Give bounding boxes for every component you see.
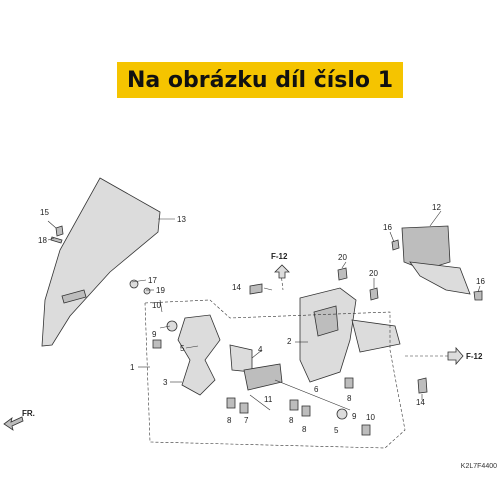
callout-8a: 8 (227, 416, 232, 425)
callout-9b: 9 (352, 412, 357, 421)
callout-8c: 8 (302, 425, 307, 434)
ref-arrow-right-icon (447, 346, 464, 366)
callout-18: 18 (38, 236, 47, 245)
bolt-6 (274, 379, 351, 411)
callout-10a: 10 (152, 301, 161, 310)
callout-8b: 8 (289, 416, 294, 425)
collar-8c (289, 399, 299, 411)
ref-label-right: F-12 (466, 352, 483, 361)
callout-16a: 16 (383, 223, 392, 232)
screw-15 (55, 225, 64, 237)
collar-8d (301, 405, 311, 417)
callout-17: 17 (148, 276, 157, 285)
callout-14a: 14 (232, 283, 241, 292)
callout-3: 3 (163, 378, 168, 387)
callout-19: 19 (156, 286, 165, 295)
screw-16b (473, 290, 483, 301)
callout-9a: 9 (152, 330, 157, 339)
bolt-20a (337, 267, 348, 281)
callout-15: 15 (40, 208, 49, 217)
center-stay-slot (313, 305, 339, 337)
stay-bracket-5 (229, 344, 253, 373)
callout-10b: 10 (366, 413, 375, 422)
collar-8b (239, 402, 249, 414)
fr-arrow-icon (3, 416, 24, 431)
screw-18 (50, 236, 63, 244)
bolt-14b (417, 377, 428, 394)
center-stay-2 (299, 287, 357, 383)
screw-16a (391, 239, 400, 251)
ref-label-top: F-12 (271, 252, 288, 261)
bolt-14a (249, 283, 263, 295)
nut-10b (361, 424, 371, 436)
callout-16b: 16 (476, 277, 485, 286)
callout-12: 12 (432, 203, 441, 212)
windscreen (41, 177, 161, 347)
ref-arrow-top-icon (274, 264, 290, 279)
bracket-4 (243, 363, 283, 391)
callout-1: 1 (130, 363, 135, 372)
assembly-outline-left (144, 299, 406, 449)
callout-4: 4 (258, 345, 263, 354)
callout-2: 2 (287, 337, 292, 346)
title-banner: Na obrázku díl číslo 1 (117, 62, 403, 98)
washer-19 (143, 287, 151, 295)
callout-20a: 20 (338, 253, 347, 262)
nut-10a (152, 339, 162, 349)
callout-5: 5 (180, 344, 185, 353)
meter-12 (401, 225, 451, 271)
windscreen-slot (61, 289, 87, 304)
callout-6: 6 (314, 385, 319, 394)
center-stay-wing (351, 319, 401, 353)
bolt-7 (249, 394, 271, 411)
callout-11: 11 (264, 395, 273, 404)
callout-14b: 14 (416, 398, 425, 407)
callout-13: 13 (177, 215, 186, 224)
direction-label: FR. (22, 409, 35, 418)
diagram-code: K2L7F4400 (460, 463, 497, 470)
rubber-9b (336, 408, 348, 420)
rubber-9a (166, 320, 178, 332)
collar-8a (226, 397, 236, 409)
collar-8e (344, 377, 354, 389)
callout-20b: 20 (369, 269, 378, 278)
callout-8d: 8 (347, 394, 352, 403)
stay-bracket-3 (177, 314, 221, 396)
meter-bracket (409, 261, 471, 295)
callout-7: 7 (244, 416, 249, 425)
banner-text: Na obrázku díl číslo 1 (126, 67, 394, 93)
callout-5b: 5 (334, 426, 339, 435)
bolt-20b (369, 287, 379, 301)
